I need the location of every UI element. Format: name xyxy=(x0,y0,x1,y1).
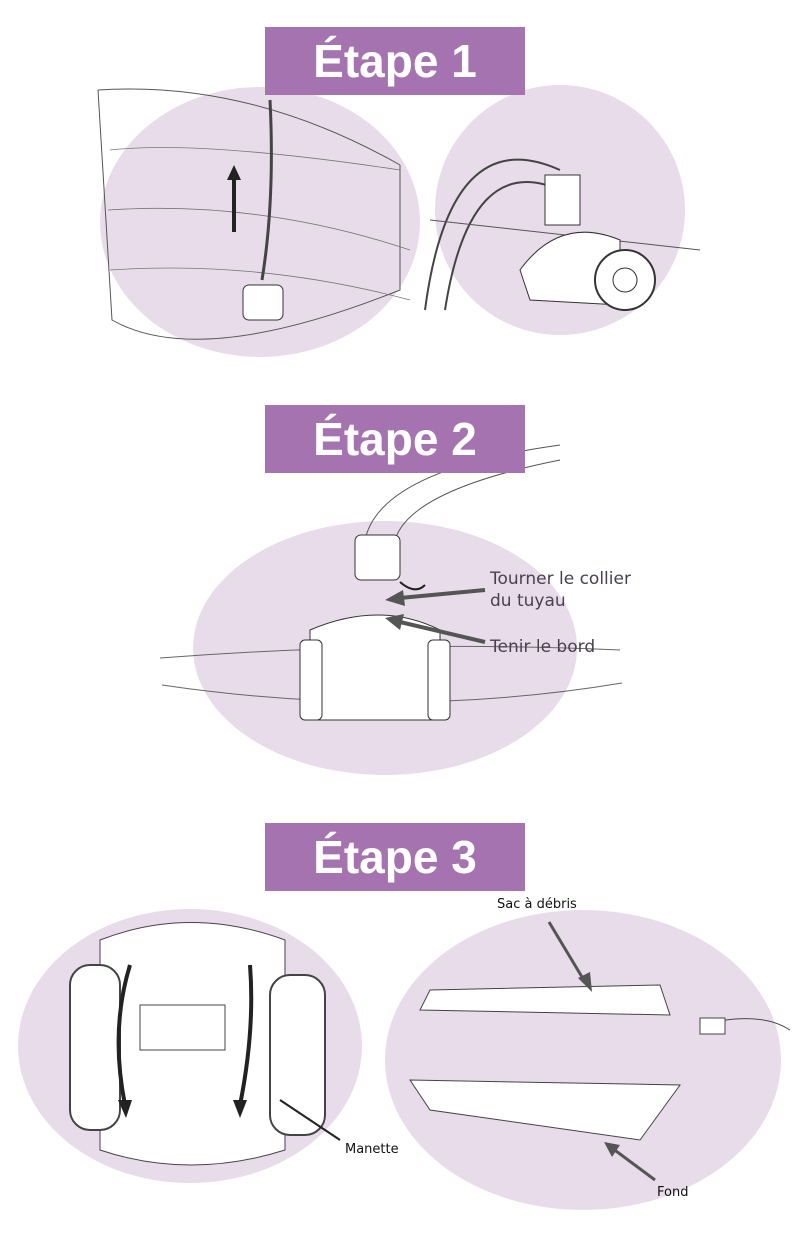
hold-edge-label: Tenir le bord xyxy=(490,637,596,657)
step1-right-illustration xyxy=(424,85,701,335)
step-1-banner: Étape 1 xyxy=(265,27,525,95)
step1-left-illustration xyxy=(97,87,420,357)
step3-right-illustration xyxy=(385,910,791,1210)
turn-collar-line-2: du tuyau xyxy=(490,591,566,611)
turn-collar-label: Tourner le collier du tuyau xyxy=(490,568,631,612)
step2-illustration xyxy=(159,444,623,775)
arrow-icon xyxy=(399,588,486,600)
step-2-banner: Étape 2 xyxy=(265,405,525,473)
arrow-icon xyxy=(238,964,254,1106)
debris-bag-label: Sac à débris xyxy=(497,897,577,912)
arrow-icon xyxy=(399,620,486,644)
arrow-icon xyxy=(116,964,132,1106)
turn-collar-line-1: Tourner le collier xyxy=(490,569,631,589)
step3-left-illustration xyxy=(18,909,362,1183)
handle-label: Manette xyxy=(345,1142,399,1157)
bottom-label: Fond xyxy=(657,1185,689,1200)
step-3-banner: Étape 3 xyxy=(265,823,525,891)
rotate-arrow-icon xyxy=(399,581,426,591)
